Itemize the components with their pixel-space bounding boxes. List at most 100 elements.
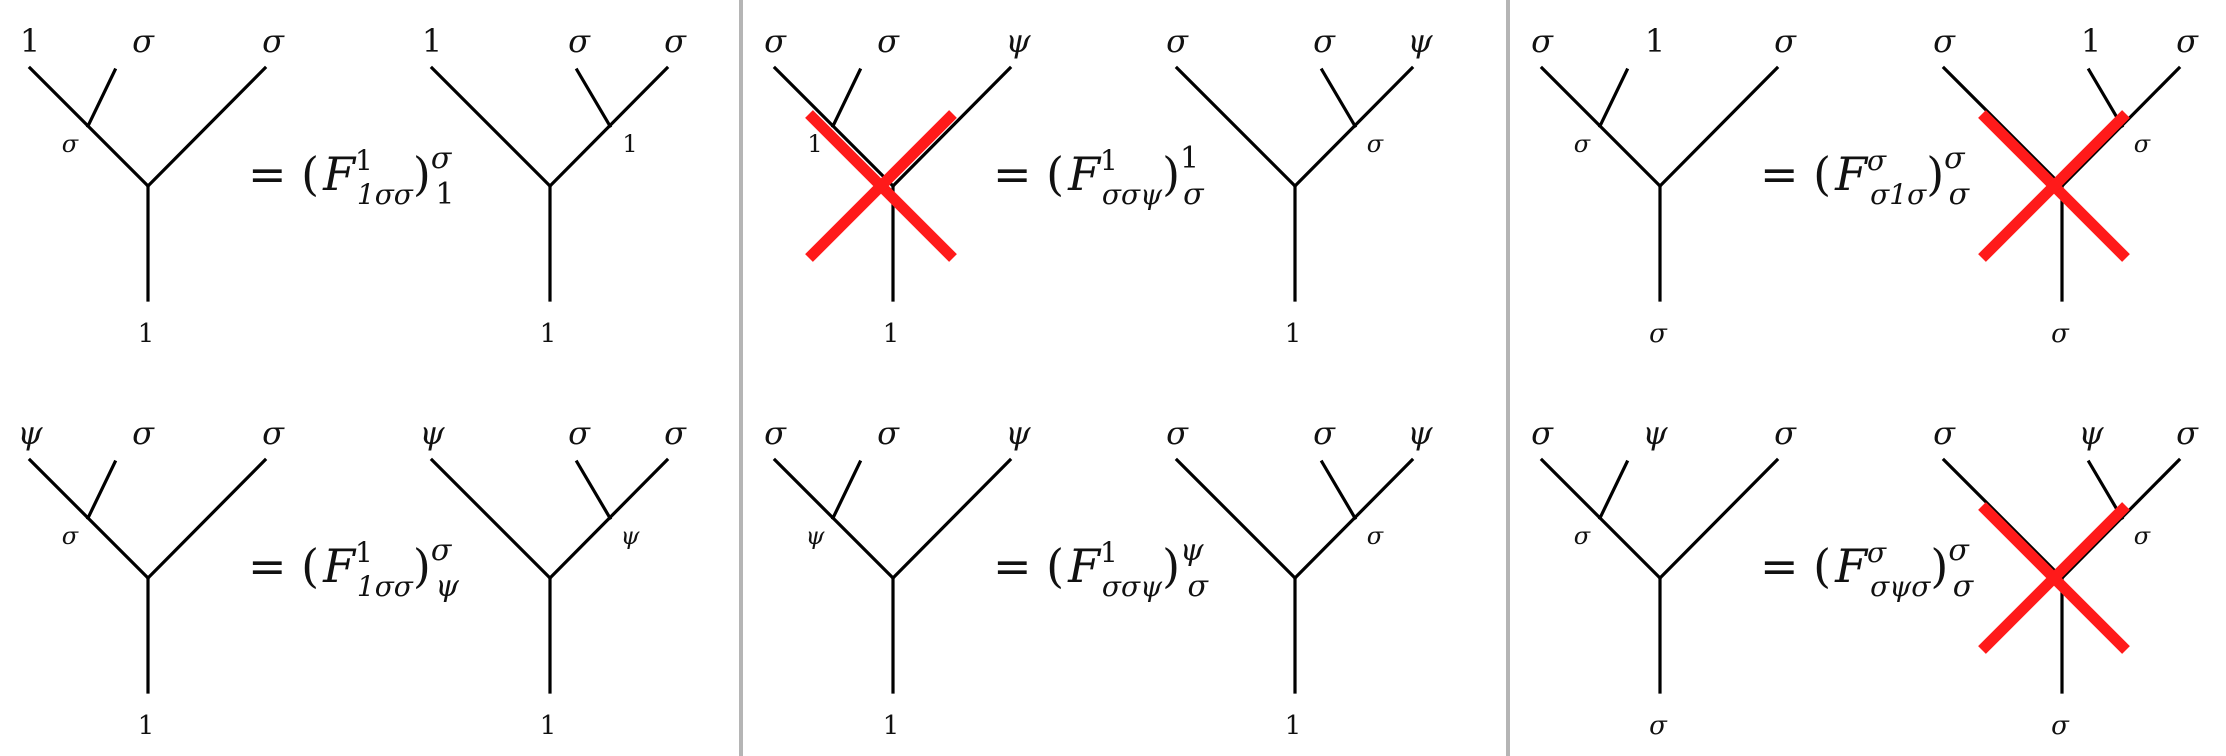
leaf-label: 1: [422, 22, 442, 60]
internal-edge-label: σ: [2134, 522, 2151, 550]
tree-edge: [890, 457, 1013, 581]
leaf-label: σ: [877, 22, 900, 60]
f-subscript: σψσ: [1870, 570, 1931, 603]
close-paren: ): [1926, 147, 1944, 201]
leaf-label: ψ: [2078, 414, 2104, 452]
tree-edge: [85, 459, 118, 521]
outer-subscript: σ: [1183, 177, 1205, 212]
leaf-label: ψ: [1005, 22, 1031, 60]
tree-edge: [547, 457, 670, 581]
leaf-label: σ: [132, 22, 155, 60]
f-symbol: F: [322, 147, 357, 201]
tree-edge: [429, 457, 553, 581]
leaf-label: 1: [2081, 22, 2101, 60]
tree-edge: [429, 65, 553, 189]
tree-edge: [145, 65, 268, 189]
outer-superscript: σ: [1948, 533, 1970, 568]
internal-edge-label: σ: [1574, 522, 1591, 550]
tree-edge: [830, 459, 863, 521]
outer-superscript: σ: [1944, 141, 1966, 176]
leaf-label: ψ: [1407, 22, 1433, 60]
leaf-label: σ: [764, 22, 787, 60]
root-label: 1: [1285, 711, 1302, 741]
leaf-label: σ: [1166, 22, 1189, 60]
root-label: 1: [138, 711, 155, 741]
root-label: 1: [1285, 319, 1302, 349]
tree-edge: [85, 67, 118, 129]
f-symbol: F: [1067, 539, 1102, 593]
root-label: 1: [883, 319, 900, 349]
f-superscript: 1: [355, 144, 373, 177]
f-superscript: 1: [1100, 144, 1118, 177]
tree-edge: [1597, 67, 1630, 129]
outer-subscript: σ: [1953, 569, 1975, 604]
leaf-label: σ: [664, 22, 687, 60]
internal-edge-label: σ: [62, 522, 79, 550]
leaf-label: σ: [1313, 22, 1336, 60]
f-superscript: 1: [355, 536, 373, 569]
internal-edge-label: ψ: [806, 522, 826, 550]
close-paren: ): [1930, 539, 1948, 593]
equals-open-paren: = (: [993, 539, 1064, 593]
tree-edge: [1174, 457, 1298, 581]
tree-edge: [1319, 459, 1358, 521]
leaf-label: σ: [1313, 414, 1336, 452]
outer-subscript: 1: [435, 177, 454, 212]
f-superscript: σ: [1867, 536, 1887, 569]
leaf-label: σ: [1774, 414, 1797, 452]
outer-subscript: σ: [1188, 569, 1210, 604]
root-label: 1: [540, 711, 557, 741]
tree-edge: [574, 459, 613, 521]
f-symbol: F: [1834, 147, 1869, 201]
outer-superscript: ψ: [1180, 533, 1204, 568]
internal-edge-label: σ: [2134, 130, 2151, 158]
leaf-label: 1: [1645, 22, 1665, 60]
outer-superscript: σ: [431, 141, 453, 176]
tree-edge: [1292, 457, 1415, 581]
internal-edge-label: 1: [807, 130, 822, 158]
internal-edge-label: σ: [62, 130, 79, 158]
leaf-label: σ: [1933, 22, 1956, 60]
close-paren: ): [1162, 539, 1180, 593]
leaf-label: σ: [2176, 22, 2199, 60]
outer-subscript: ψ: [435, 569, 459, 604]
tree-edge: [145, 457, 268, 581]
tree-edge: [1657, 65, 1780, 189]
f-symbol: F: [1067, 147, 1102, 201]
outer-superscript: σ: [431, 533, 453, 568]
close-paren: ): [413, 147, 431, 201]
leaf-label: σ: [664, 414, 687, 452]
leaf-label: σ: [568, 22, 591, 60]
invalid-cross-mark: [805, 110, 957, 262]
equals-open-paren: = (: [1760, 539, 1831, 593]
leaf-label: σ: [568, 414, 591, 452]
tree-edge: [890, 65, 1013, 189]
close-paren: ): [1162, 147, 1180, 201]
internal-edge-label: ψ: [621, 522, 641, 550]
tree-edge: [1941, 457, 2065, 581]
internal-edge-label: σ: [1367, 522, 1384, 550]
internal-edge-label: 1: [622, 130, 637, 158]
leaf-label: ψ: [419, 414, 445, 452]
leaf-label: σ: [1531, 22, 1554, 60]
tree-edge: [830, 67, 863, 129]
root-label: σ: [2051, 319, 2070, 349]
root-label: σ: [1649, 319, 1668, 349]
leaf-label: σ: [1774, 22, 1797, 60]
leaf-label: 1: [20, 22, 40, 60]
leaf-label: ψ: [1407, 414, 1433, 452]
equals-open-paren: = (: [248, 147, 319, 201]
leaf-label: σ: [764, 414, 787, 452]
f-superscript: 1: [1100, 536, 1118, 569]
leaf-label: σ: [1166, 414, 1189, 452]
f-subscript: 1σσ: [357, 178, 414, 211]
leaf-label: σ: [132, 414, 155, 452]
leaf-label: σ: [2176, 414, 2199, 452]
